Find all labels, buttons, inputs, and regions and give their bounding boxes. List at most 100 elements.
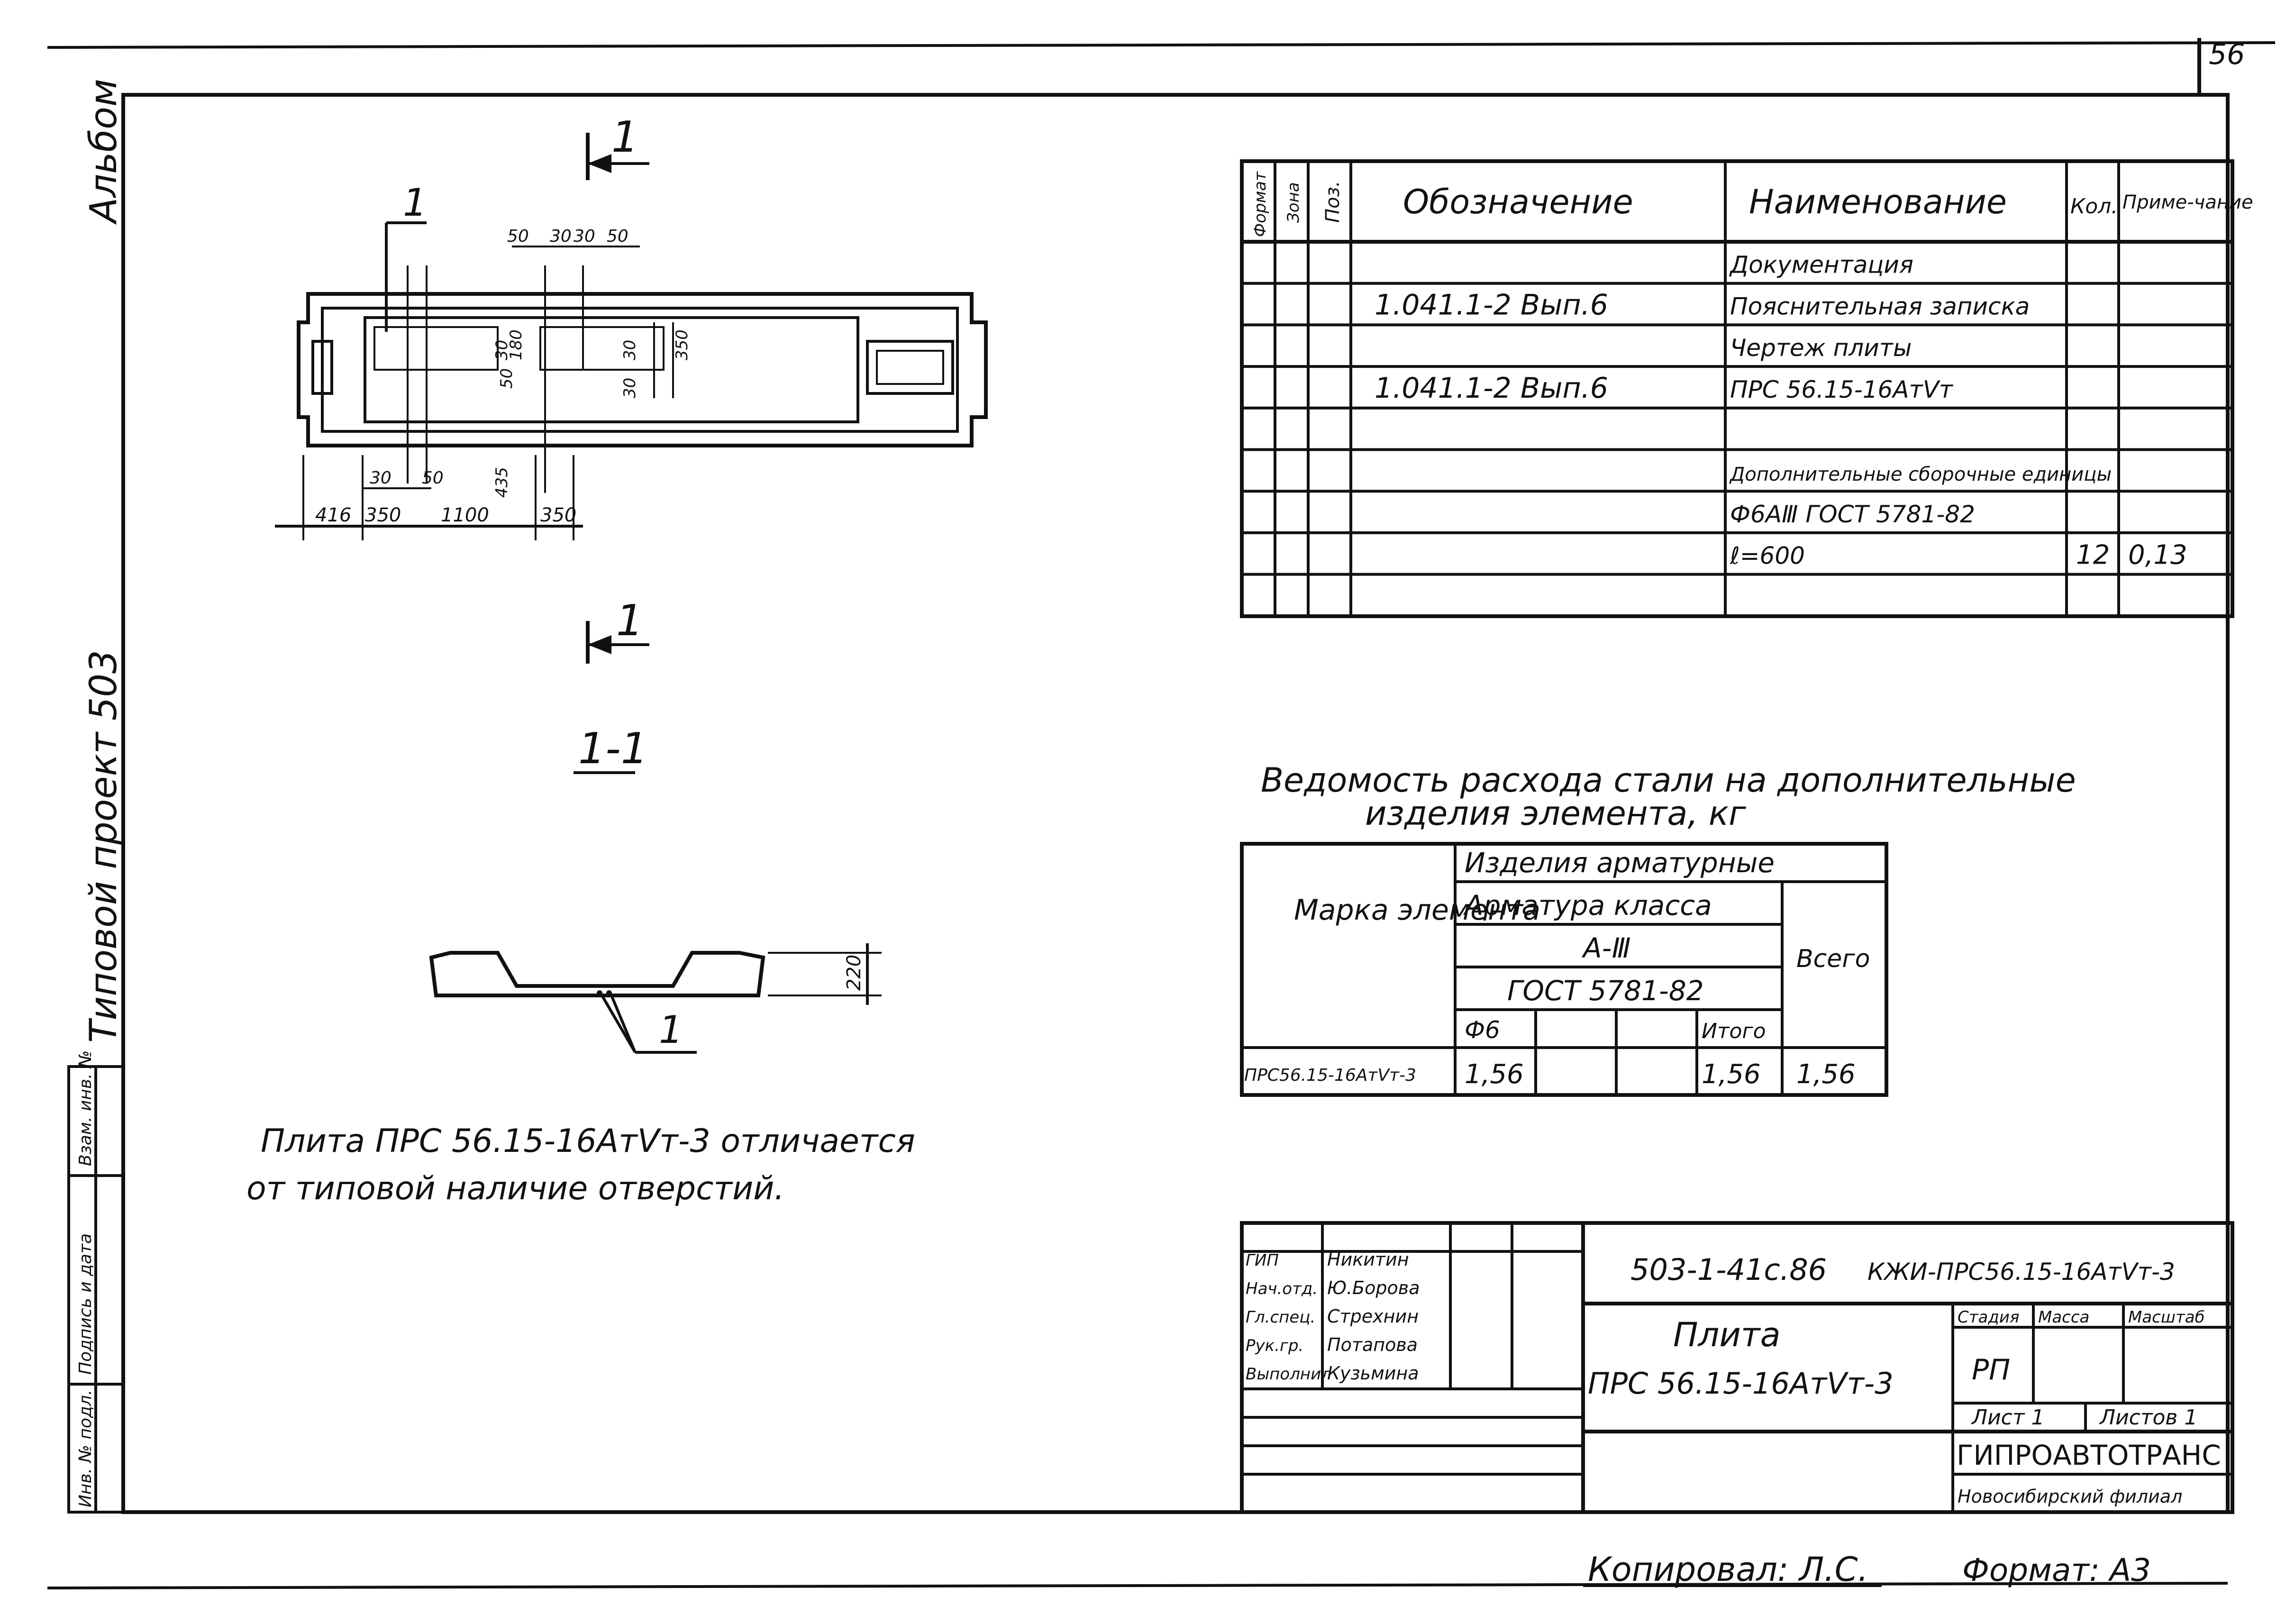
- spec-cell-name: ℓ=600: [1730, 542, 1805, 570]
- tb-org: ГИПРОАВТОТРАНС: [1957, 1439, 2221, 1471]
- steel-row-mark: ПРС56.15-16АтⅤт-3: [1244, 1066, 1416, 1085]
- section-arrowhead: [588, 635, 611, 654]
- footer-copied: Копировал: Л.С.: [1588, 1550, 1868, 1589]
- steel-row-d6: 1,56: [1465, 1059, 1524, 1090]
- steel-row-vsego: 1,56: [1796, 1059, 1856, 1090]
- dim-top-4: 50: [607, 227, 628, 246]
- tb-stage: РП: [1972, 1353, 2010, 1387]
- spec-table-border: [1240, 159, 2234, 618]
- tb-scale-header: Масштаб: [2128, 1308, 2205, 1327]
- steel-total-header: Всего: [1796, 945, 1870, 973]
- album-label: Альбом: [82, 79, 125, 225]
- spec-header-designation: Обозначение: [1403, 182, 1633, 221]
- steel-row-itogo: 1,56: [1702, 1059, 1761, 1090]
- slab-cavity: [364, 316, 859, 423]
- dim-inner-d: 30: [620, 340, 639, 360]
- tb-role: ГИП: [1246, 1251, 1279, 1270]
- tb-item-title: Плита: [1673, 1315, 1781, 1354]
- tb-role-name: Кузьмина: [1327, 1363, 1419, 1384]
- tb-sheets: Листов 1: [2099, 1405, 2197, 1430]
- steel-title-2: изделия элемента, кг: [1365, 794, 1747, 833]
- tb-code: 503-1-41с.86: [1630, 1252, 1827, 1287]
- steel-diameter: Ф6: [1465, 1016, 1500, 1044]
- section-mark-top: 1: [611, 112, 638, 162]
- spec-cell-name: ПРС 56.15-16АтⅤт: [1730, 376, 1954, 403]
- replace-inv-label: Взам. инв. №: [76, 1050, 95, 1166]
- tb-role-name: Потапова: [1327, 1334, 1418, 1355]
- spec-cell-name: Чертеж плиты: [1730, 334, 1912, 362]
- note-line-2: от типовой наличие отверстий.: [246, 1170, 784, 1207]
- tb-role: Рук.гр.: [1246, 1336, 1303, 1355]
- drawing-frame: [121, 93, 2230, 1514]
- steel-group-header: Изделия арматурные: [1465, 847, 1775, 879]
- sheet-number: 56: [2209, 38, 2245, 71]
- note-line-1: Плита ПРС 56.15-16АтⅤт-3 отличается: [261, 1122, 915, 1160]
- leader-mark: 1: [403, 181, 427, 225]
- rebar-dot: [606, 990, 612, 996]
- section-arrowhead: [588, 154, 611, 173]
- spec-cell-designation: 1.041.1-2 Вып.6: [1375, 372, 1608, 405]
- spec-cell-qty: 12: [2076, 540, 2110, 571]
- leader-line: [601, 994, 637, 1053]
- rebar-dot: [597, 990, 602, 996]
- bottom-trim-line: [47, 1582, 2228, 1589]
- dim-bottom-1: 416: [315, 504, 351, 526]
- dim-inner-c: 180: [507, 329, 526, 360]
- spec-cell-name: Дополнительные сборочные единицы: [1729, 464, 2112, 485]
- section-height-dim: 220: [843, 955, 865, 991]
- tb-role-name: Ю.Борова: [1327, 1277, 1420, 1298]
- steel-mark-header: Марка элемента: [1294, 894, 1540, 927]
- dim-bottom-2: 350: [365, 504, 401, 526]
- spec-table: Формат Зона Поз. Обозначение Наименовани…: [1240, 159, 2253, 618]
- spec-cell-name: Документация: [1729, 251, 1913, 279]
- dim-inner-a: 50: [497, 368, 516, 389]
- plan-view: 1 1 50 30 30 50 50 30 180 30 30 350: [275, 112, 988, 664]
- section-view: 1-1 1 220: [429, 724, 882, 1054]
- spec-header-pos: Поз.: [1322, 181, 1344, 223]
- steel-table-border: [1240, 842, 1888, 1097]
- dim-inner-e: 30: [620, 378, 639, 398]
- spec-header-zone: Зона: [1284, 182, 1303, 223]
- tb-role: Нач.отд.: [1246, 1279, 1318, 1298]
- spec-rows: Документация 1.041.1-2 Вып.6 Пояснительная…: [1242, 251, 2232, 576]
- slab-outline: [297, 292, 988, 447]
- dim-left-1: 30: [370, 468, 392, 488]
- slab-inner-outline: [321, 307, 959, 433]
- steel-class-header: Арматура класса: [1463, 889, 1712, 921]
- leader-line: [610, 994, 637, 1053]
- top-trim-line: [47, 41, 2276, 49]
- steel-class-value: А-Ⅲ: [1581, 932, 1631, 964]
- steel-gost: ГОСТ 5781-82: [1507, 975, 1704, 1007]
- section-rebar-mark: 1: [659, 1008, 683, 1052]
- tb-item-code: ПРС 56.15-16АтⅤт-3: [1588, 1366, 1894, 1401]
- spec-header-format: Формат: [1251, 171, 1270, 237]
- project-label: Типовой проект 503: [82, 650, 125, 1043]
- hole-left: [373, 326, 499, 371]
- section-label: 1-1: [578, 724, 648, 774]
- steel-title-1: Ведомость расхода стали на дополнительны…: [1261, 761, 2076, 800]
- dim-left-3: 435: [492, 467, 511, 498]
- dim-top-2: 30: [550, 227, 572, 246]
- tb-mass-header: Масса: [2038, 1308, 2089, 1327]
- dim-bottom-3: 1100: [441, 504, 489, 526]
- signature-date-label: Подпись и дата: [76, 1233, 95, 1375]
- left-end-notch: [311, 340, 333, 395]
- steel-table: Ведомость расхода стали на дополнительны…: [1240, 761, 2076, 1097]
- dim-inner-b: 30: [492, 340, 511, 360]
- inv-original-label: Инв. № подл.: [76, 1390, 95, 1507]
- spec-header-note: Приме-чание: [2122, 192, 2253, 213]
- spec-header-name: Наименование: [1749, 182, 2007, 221]
- tb-role-name: Стрехнин: [1327, 1306, 1419, 1327]
- spec-cell-name: Пояснительная записка: [1730, 292, 2030, 320]
- right-opening: [866, 340, 954, 395]
- tb-branch: Новосибирский филиал: [1958, 1486, 2182, 1507]
- dim-top-1: 50: [507, 227, 529, 246]
- tb-doc-code: КЖИ-ПРС56.15-16АтⅤт-3: [1867, 1258, 2175, 1286]
- dim-left-2: 50: [422, 468, 444, 488]
- tb-stage-header: Стадия: [1958, 1308, 2019, 1327]
- spec-cell-name: Ф6АⅢ ГОСТ 5781-82: [1730, 501, 1975, 528]
- hole-right: [539, 326, 665, 371]
- section-mark-bottom: 1: [616, 596, 643, 646]
